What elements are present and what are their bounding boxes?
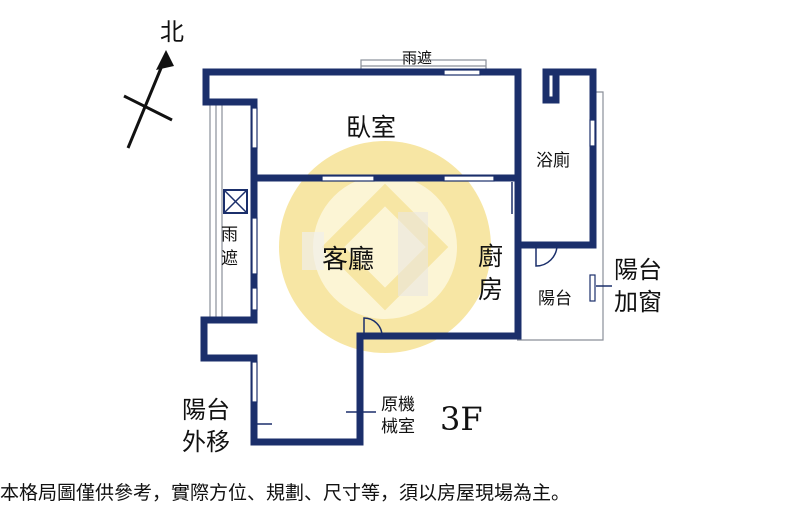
room-bedroom: 臥室 [346, 113, 396, 142]
room-balcony-inner: 陽台 [538, 289, 572, 309]
balcony-window-line1: 陽台 [614, 256, 662, 284]
balcony-out-line1: 陽台 [182, 396, 230, 424]
floor-label: 3F [440, 400, 483, 438]
room-kitchen-line2: 房 [478, 275, 503, 304]
rain-cover-left [209, 102, 223, 319]
balcony-window-line2: 加窗 [614, 288, 662, 316]
room-bathroom: 浴廁 [536, 150, 570, 171]
rain-cover-top-label: 雨遮 [402, 49, 432, 67]
windows [251, 69, 596, 403]
machine-room-line1: 原機 [381, 395, 415, 415]
rain-cover-left-line1: 雨 [221, 225, 238, 245]
rain-cover-top: 雨遮 [360, 49, 487, 73]
disclaimer-text: 本格局圖僅供參考，實際方位、規劃、尺寸等，須以房屋現場為主。 [0, 482, 571, 504]
doors [363, 182, 558, 337]
compass-label: 北 [160, 18, 184, 46]
compass: 北 [123, 18, 184, 149]
room-kitchen-line1: 廚 [478, 242, 503, 271]
shaft-box [223, 189, 248, 214]
room-living: 客廳 [322, 245, 374, 275]
watermark-logo [279, 141, 491, 353]
balcony-out-line2: 外移 [182, 428, 230, 456]
machine-room-line2: 械室 [381, 417, 415, 437]
rain-cover-left-line2: 遮 [221, 249, 238, 269]
